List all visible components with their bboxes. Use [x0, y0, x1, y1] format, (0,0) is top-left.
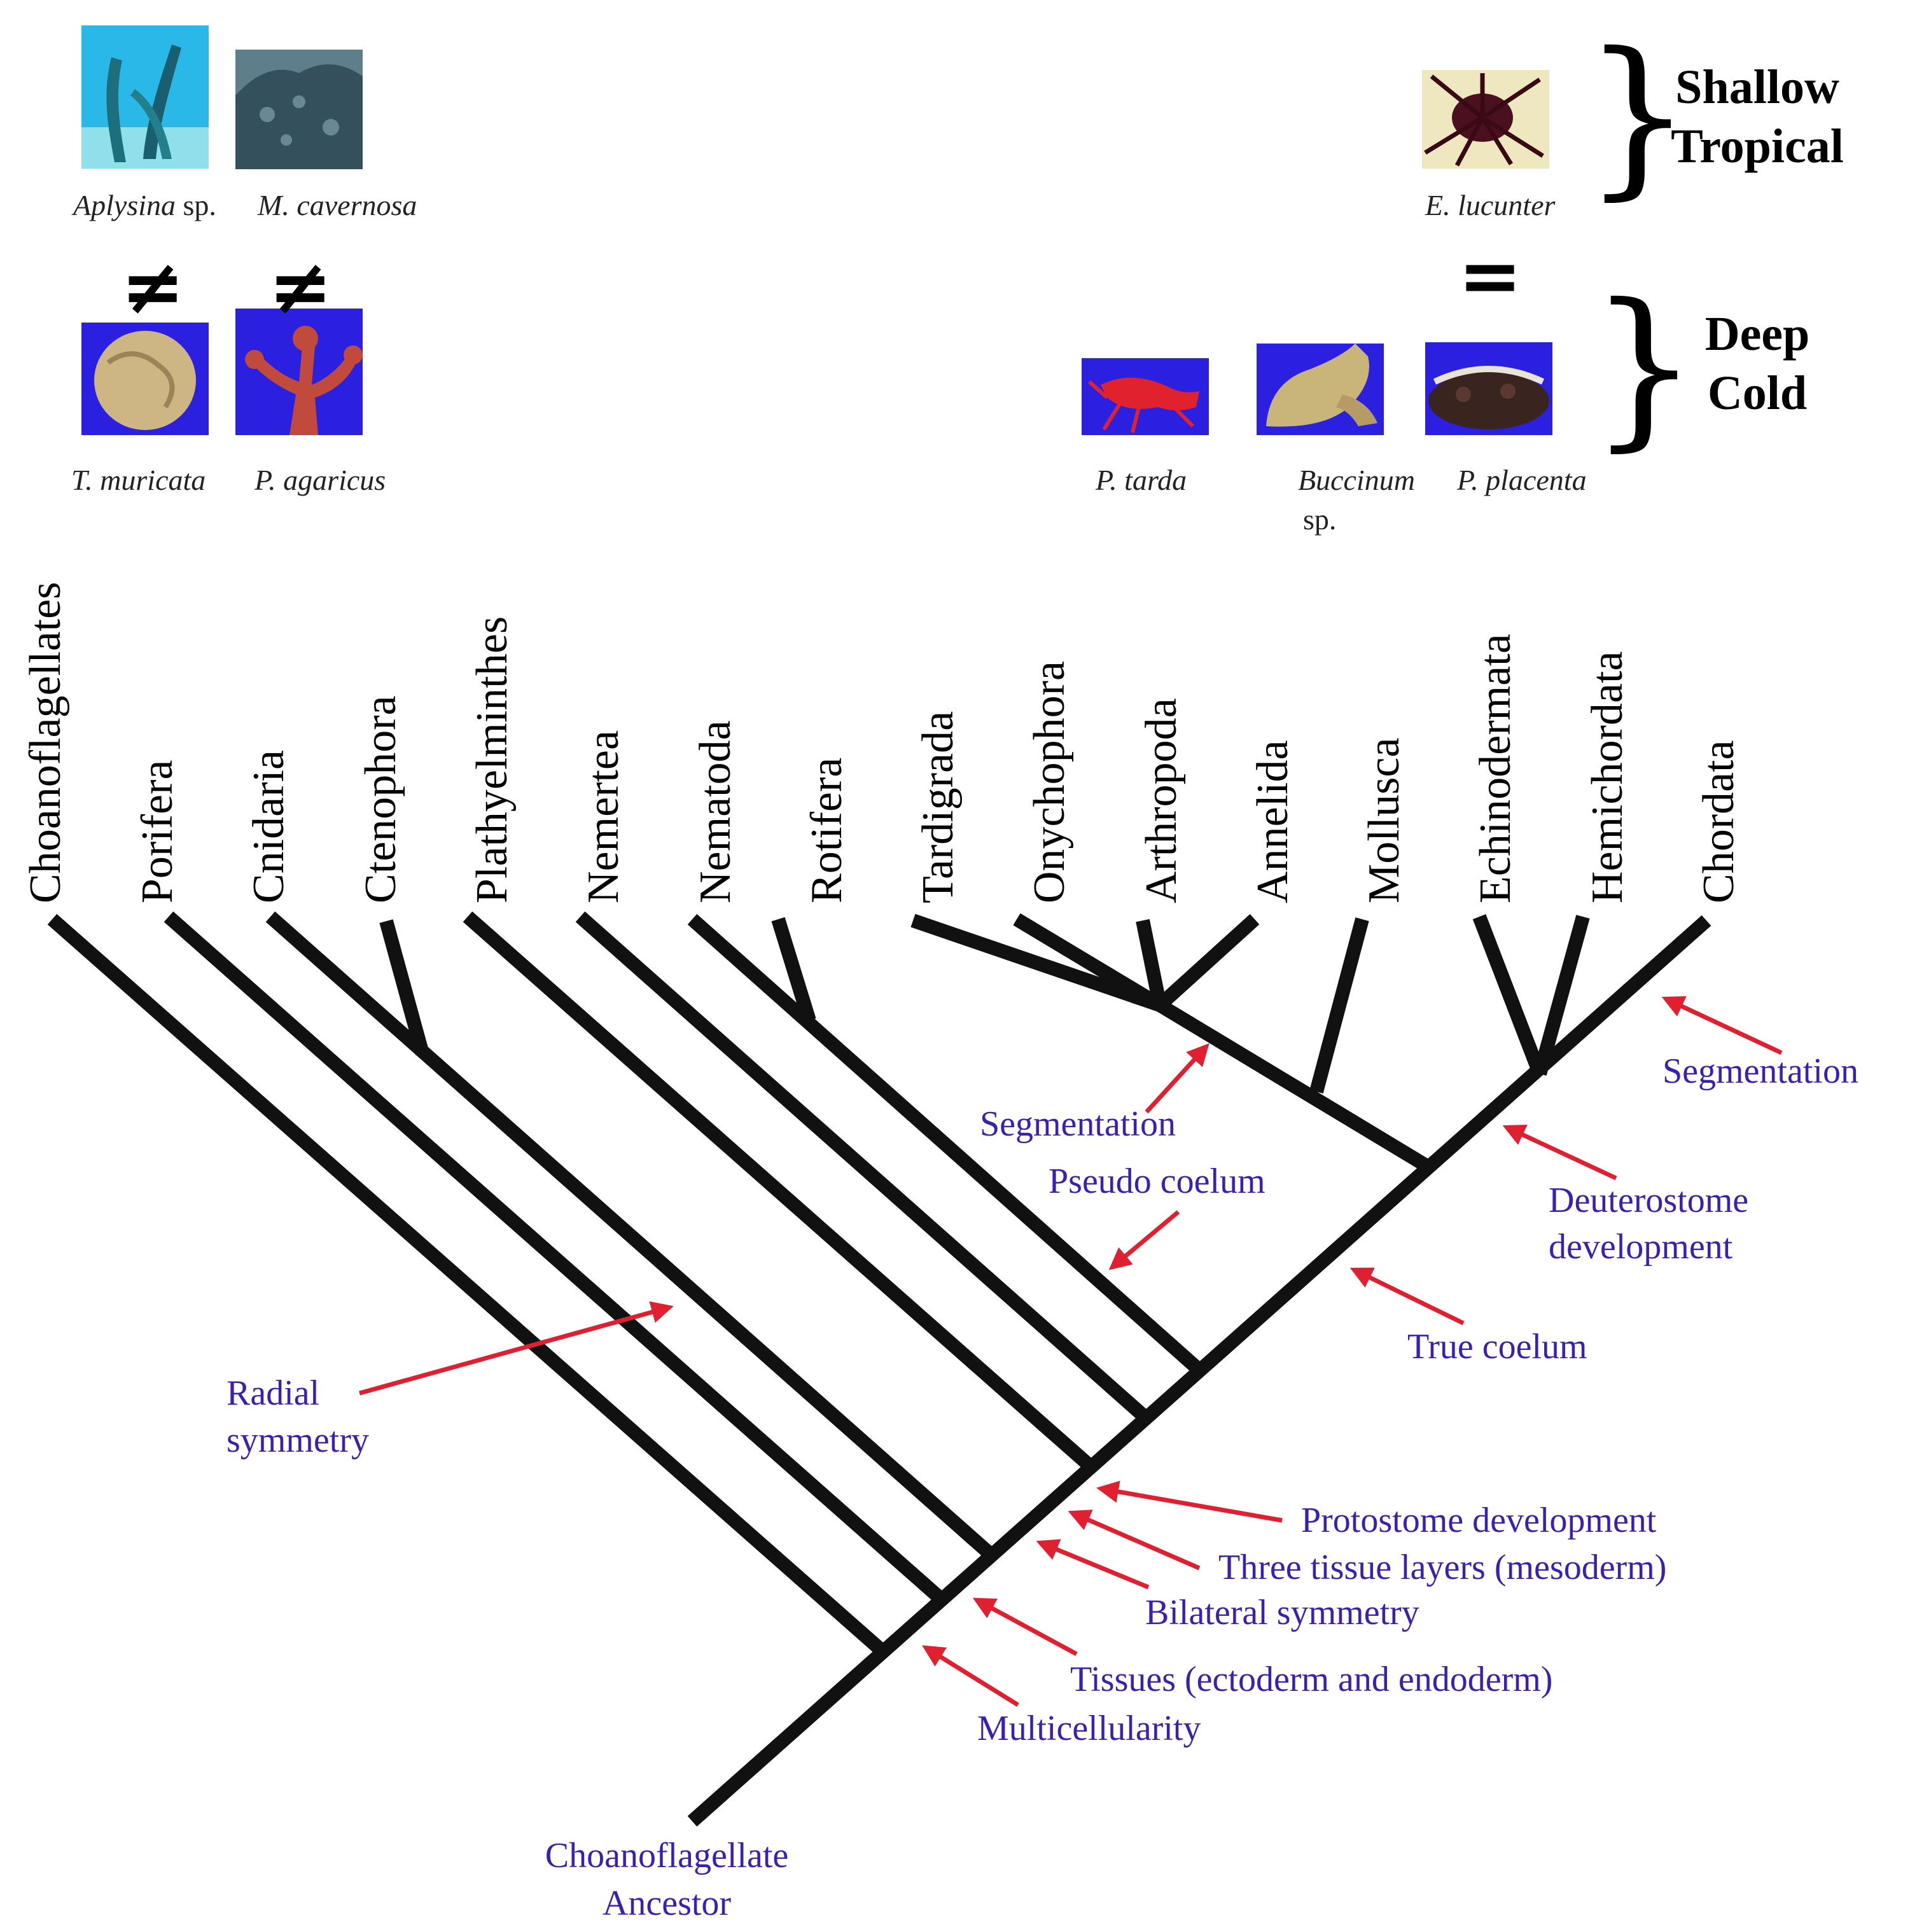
taxon-label: Choanoflagellates — [21, 582, 70, 903]
taxon-labels: Choanoflagellates Porifera Cnidaria Cten… — [21, 582, 1743, 903]
branch-nematoda-rotifera — [687, 914, 1202, 1374]
taxon-label: Tardigrada — [914, 711, 963, 903]
tetilla-sponge-photo — [81, 323, 209, 435]
taxon-label: Hemichordata — [1583, 651, 1632, 903]
arrow-three-layers — [1068, 1510, 1201, 1571]
pontophilus-shrimp-photo — [1082, 358, 1209, 435]
habitat-labels: } Shallow Tropical } Deep Cold — [1583, 15, 1844, 467]
buccinum-whelk-photo — [1257, 344, 1384, 435]
arrow-segmentation-chordata — [1661, 996, 1783, 1055]
montastraea-coral-photo — [235, 50, 363, 170]
paragorgia-coral-photo — [235, 309, 363, 435]
species-label-p-agaricus: P. agaricus — [254, 464, 386, 496]
trait-arrows — [359, 996, 1783, 1707]
trait-label-multicellularity: Multicellularity — [977, 1709, 1201, 1748]
branch-mollusca — [1309, 917, 1369, 1094]
arrow-pseudo-coelum — [1108, 1210, 1180, 1270]
arrow-multicellularity — [922, 1645, 1019, 1707]
aplysina-sponge-photo — [81, 25, 209, 169]
tree-branches — [47, 911, 1711, 1827]
species-photos — [81, 25, 1552, 435]
taxon-label: Plathyelminthes — [468, 616, 517, 903]
branch-rotifera — [771, 917, 816, 1023]
brace-shallow: } — [1583, 15, 1692, 216]
branch-nemertea — [575, 911, 1150, 1423]
taxon-label: Onychophora — [1025, 661, 1074, 903]
taxon-label: Annelida — [1248, 740, 1297, 903]
comparison-symbols: ≠ ≠ = — [121, 232, 1523, 331]
arrow-bilateral — [1036, 1539, 1150, 1590]
not-equal-symbol: ≠ — [121, 243, 185, 331]
branch-plathyelminthes — [463, 911, 1096, 1473]
taxon-label: Nematoda — [691, 720, 740, 903]
trait-label-tissues: Tissues (ectoderm and endoderm) — [1070, 1660, 1552, 1699]
species-label-m-cavernosa: M. cavernosa — [257, 189, 417, 221]
taxon-label: Arthropoda — [1137, 698, 1186, 903]
branch-echinodermata — [1472, 914, 1547, 1076]
ancestor-label-2: Ancestor — [603, 1884, 732, 1923]
taxon-label: Ctenophora — [356, 695, 405, 903]
brace-deep: } — [1589, 267, 1699, 467]
habitat-label-deep: Deep — [1705, 307, 1810, 361]
species-label-buccinum-genus: Buccinum — [1298, 464, 1415, 496]
species-label-buccinum-sp: sp. — [1303, 503, 1336, 536]
trait-label-three-layers: Three tissue layers (mesoderm) — [1218, 1548, 1666, 1587]
taxon-label: Nemertea — [579, 730, 628, 903]
arrow-deuterostome — [1502, 1124, 1617, 1181]
branch-cnidaria-ctenophora — [265, 911, 998, 1562]
habitat-label-tropical: Tropical — [1671, 120, 1844, 173]
arrow-protostome — [1096, 1480, 1283, 1523]
branch-choanoflagellates — [47, 914, 891, 1660]
trait-label-radial: Radial — [227, 1373, 319, 1413]
trait-label-pseudo-coelum: Pseudo coelum — [1049, 1162, 1265, 1201]
trait-label-deuterostome: Deuterostome — [1549, 1181, 1748, 1220]
trait-label-protostome: Protostome development — [1301, 1501, 1657, 1540]
branch-hemichordata — [1533, 915, 1590, 1076]
branch-onychophora — [1013, 913, 1164, 1011]
trait-label-true-coelum: True coelum — [1407, 1327, 1587, 1366]
habitat-label-shallow: Shallow — [1675, 60, 1839, 114]
trait-label-symmetry: symmetry — [227, 1421, 369, 1460]
echinometra-urchin-photo — [1422, 70, 1549, 169]
taxon-label: Echinodermata — [1471, 634, 1520, 903]
trait-label-development: development — [1549, 1227, 1733, 1267]
pourtalesia-urchin-photo — [1425, 342, 1552, 435]
arrow-radial-symmetry — [359, 1301, 674, 1396]
trait-label-segmentation-chordata: Segmentation — [1663, 1052, 1858, 1091]
trait-label-bilateral: Bilateral symmetry — [1145, 1593, 1419, 1632]
equal-symbol: = — [1458, 232, 1523, 321]
not-equal-symbol: ≠ — [268, 243, 333, 331]
branch-tardigrada — [910, 914, 1162, 1012]
taxon-label: Chordata — [1694, 740, 1743, 903]
ancestor-label-1: Choanoflagellate — [545, 1836, 789, 1875]
branch-ctenophora — [379, 919, 429, 1055]
branch-annelida — [1155, 914, 1260, 1011]
branch-arthropoda — [1136, 919, 1167, 1007]
species-labels: Aplysina sp. M. cavernosa E. lucunter T.… — [71, 189, 1587, 536]
branch-porifera — [164, 911, 949, 1607]
habitat-label-cold: Cold — [1708, 366, 1807, 420]
branch-protostome-clade — [1156, 999, 1433, 1174]
trait-label-segmentation-protostome: Segmentation — [980, 1104, 1176, 1144]
taxon-label: Mollusca — [1360, 737, 1409, 903]
trait-labels: Radial symmetry Multicellularity Tissues… — [227, 1052, 1858, 1923]
species-label-p-tarda: P. tarda — [1095, 464, 1187, 496]
arrow-tissues — [972, 1597, 1078, 1657]
taxon-label: Cnidaria — [244, 750, 293, 903]
species-label-p-placenta: P. placenta — [1456, 464, 1587, 496]
species-label-aplysina: Aplysina sp. — [71, 189, 216, 221]
species-label-t-muricata: T. muricata — [71, 464, 206, 496]
species-label-e-lucunter: E. lucunter — [1425, 189, 1556, 221]
taxon-label: Rotifera — [802, 758, 851, 903]
arrow-true-coelum — [1349, 1267, 1465, 1326]
arrow-segmentation-protostome — [1145, 1043, 1209, 1114]
taxon-label: Porifera — [133, 760, 182, 903]
